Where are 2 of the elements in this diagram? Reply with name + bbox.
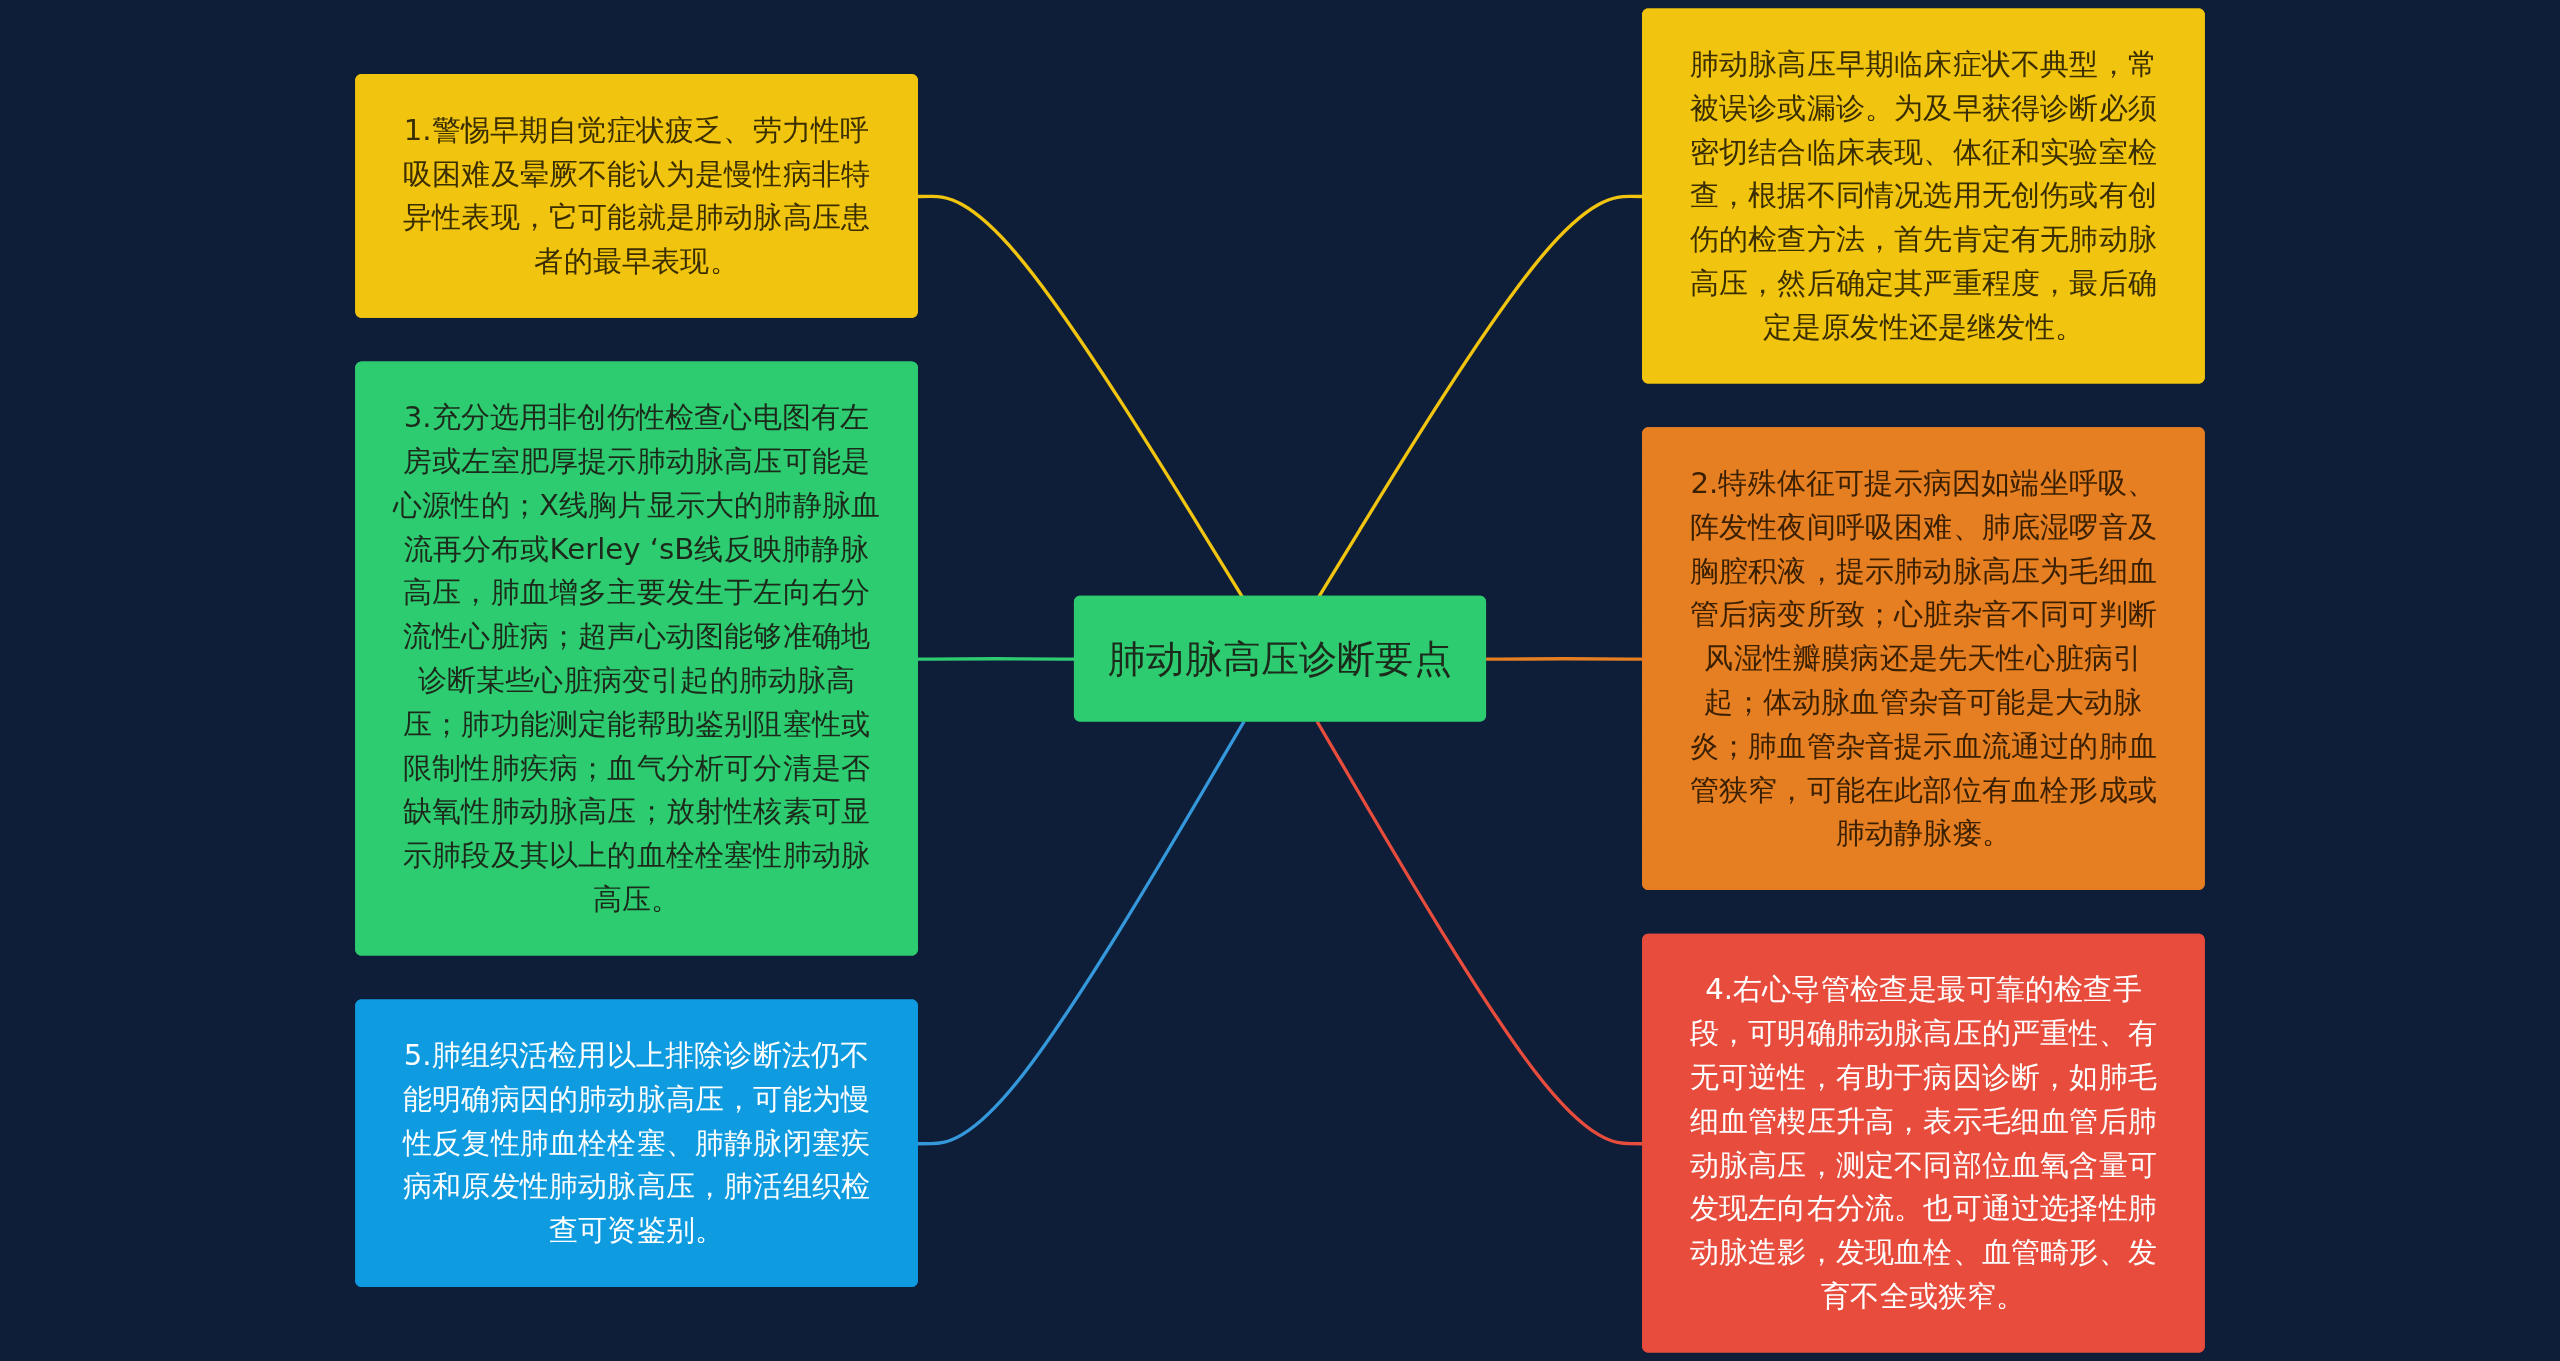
connector — [917, 720, 1246, 1146]
connector — [917, 194, 1244, 598]
